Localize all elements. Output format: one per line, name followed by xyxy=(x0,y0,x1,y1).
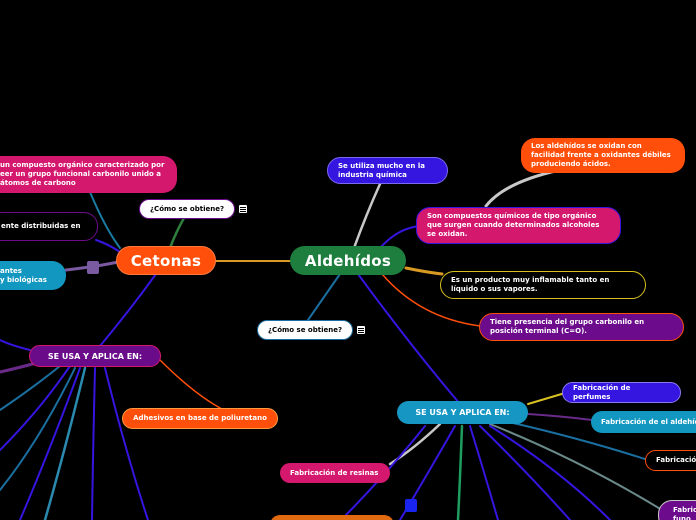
idea-grupo-carbonilo[interactable]: Tiene presencia del grupo carbonilo en p… xyxy=(479,313,684,341)
uso-fabricacion-funo[interactable]: Fabric funo xyxy=(658,500,696,520)
marker-square xyxy=(87,261,99,274)
cetonas-usos-hub[interactable]: SE USA Y APLICA EN: xyxy=(29,345,161,367)
note-icon[interactable] xyxy=(239,205,247,213)
uso-perfumes[interactable]: Fabricación de perfumes xyxy=(562,382,681,403)
cetonas-definicion[interactable]: un compuesto orgánico caracterizado por … xyxy=(0,156,177,193)
uso-adhesivos[interactable]: Adhesivos en base de poliuretano xyxy=(122,408,278,429)
aldehidos-como-se-obtiene[interactable]: ¿Cómo se obtiene? xyxy=(257,320,353,340)
uso-aldehido[interactable]: Fabricación de el aldehído xyxy=(591,411,696,433)
cetonas-topic[interactable]: Cetonas xyxy=(116,246,216,275)
idea-compuestos-organicos[interactable]: Son compuestos químicos de tipo orgánico… xyxy=(416,207,621,244)
aldehidos-topic[interactable]: Aldehídos xyxy=(290,246,406,275)
idea-inflamable[interactable]: Es un producto muy inflamable tanto en l… xyxy=(440,271,646,299)
uso-cut-off[interactable] xyxy=(270,515,394,520)
uso-resinas[interactable]: Fabricación de resinas xyxy=(280,463,390,483)
cetonas-como-se-obtiene[interactable]: ¿Cómo se obtiene? xyxy=(139,199,235,219)
marker-square xyxy=(405,499,417,512)
aldehidos-usos-hub[interactable]: SE USA Y APLICA EN: xyxy=(397,401,528,424)
cetonas-distribuidas[interactable]: ente distribuidas en xyxy=(0,212,98,241)
idea-industria-quimica[interactable]: Se utiliza mucho en la industria química xyxy=(327,157,448,184)
cetonas-importantes[interactable]: antes y biológicas xyxy=(0,261,66,290)
note-icon[interactable] xyxy=(357,326,365,334)
uso-fabricacion[interactable]: Fabricació xyxy=(645,450,696,471)
idea-oxidacion[interactable]: Los aldehídos se oxidan con facilidad fr… xyxy=(521,138,685,173)
